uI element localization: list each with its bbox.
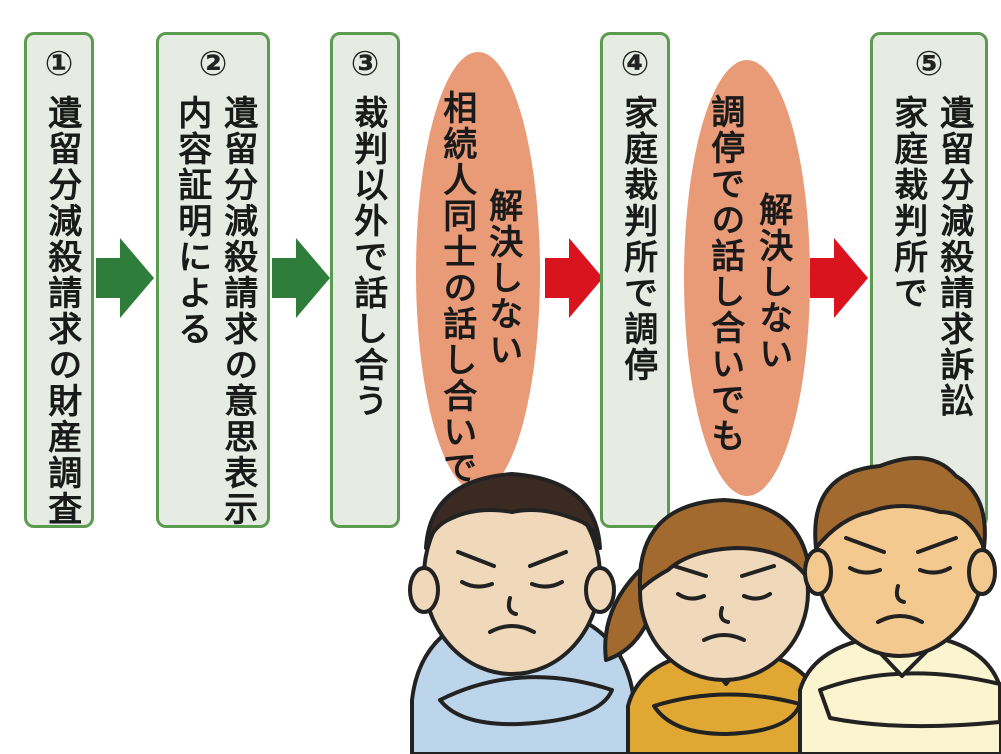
step-4-box: ④ 家庭裁判所で調停 bbox=[600, 32, 670, 528]
step-subtext: 内容証明による bbox=[171, 95, 212, 347]
condition-text: 調停での話し合いでも bbox=[704, 94, 745, 454]
condition-oval-2: 調停での話し合いでも 解決しない bbox=[684, 60, 810, 496]
step-subtext: 家庭裁判所で bbox=[887, 95, 928, 311]
arrow-right-icon bbox=[545, 238, 603, 318]
step-text: 裁判以外で話し合う bbox=[347, 95, 388, 419]
step-3-box: ③ 裁判以外で話し合う bbox=[330, 32, 400, 528]
arrow-right-icon bbox=[96, 238, 154, 318]
step-2-box: ② 遺留分減殺請求の意思表示 内容証明による bbox=[156, 32, 270, 528]
condition-subtext: 解決しない bbox=[752, 192, 793, 372]
step-text: 家庭裁判所で調停 bbox=[617, 95, 658, 383]
condition-oval-1: 相続人同士の話し合いで 解決しない bbox=[416, 52, 540, 492]
condition-subtext: 解決しない bbox=[482, 188, 523, 368]
arrow-right-icon bbox=[272, 238, 330, 318]
arrow-right-icon bbox=[810, 238, 868, 318]
step-text: 遺留分減殺請求の財産調査 bbox=[41, 95, 82, 527]
step-number: ② bbox=[198, 44, 228, 84]
step-text: 遺留分減殺請求の意思表示 bbox=[217, 95, 258, 527]
step-number: ④ bbox=[620, 44, 650, 84]
step-text: 遺留分減殺請求訴訟 bbox=[933, 95, 974, 419]
step-number: ① bbox=[44, 44, 74, 84]
step-number: ③ bbox=[350, 44, 380, 84]
step-number: ⑤ bbox=[914, 44, 944, 84]
condition-text: 相続人同士の話し合いで bbox=[436, 90, 477, 486]
step-1-box: ① 遺留分減殺請求の財産調査 bbox=[24, 32, 94, 528]
